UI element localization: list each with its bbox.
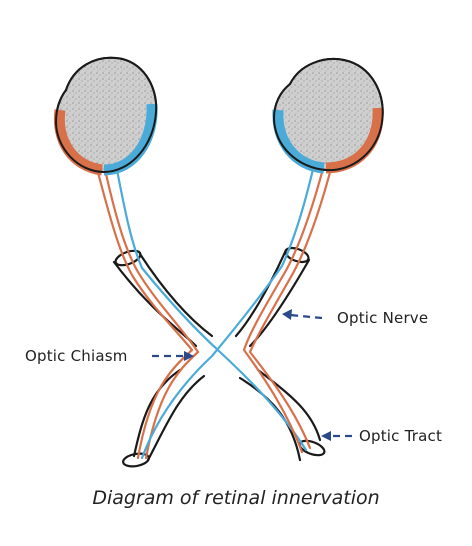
left-eye-fibers <box>94 163 308 460</box>
label-arrows <box>152 309 352 441</box>
optic-chiasm-label: Optic Chiasm <box>25 347 128 365</box>
left-nasal-retina <box>103 103 158 176</box>
optic-nerve-label: Optic Nerve <box>337 309 429 327</box>
optic-nerve-arrowhead <box>282 309 292 320</box>
optic-tract-label: Optic Tract <box>359 427 443 445</box>
diagram-caption: Diagram of retinal innervation <box>92 487 380 509</box>
right-temporal-retina <box>325 107 384 174</box>
left-temporal-fiber-a <box>94 163 194 460</box>
optic-chiasm-arrowhead <box>184 351 194 361</box>
optic-nerve-arrow <box>289 313 323 320</box>
left-nasal-fiber <box>114 163 308 452</box>
optic-bundle-outline <box>112 246 326 468</box>
left-temporal-fiber-b <box>102 163 200 460</box>
right-eye-fibers <box>140 163 334 460</box>
left-eyeball <box>53 56 158 176</box>
right-temporal-fiber-b <box>242 163 326 454</box>
left-temporal-retina <box>53 109 104 176</box>
optic-tract-arrowhead <box>321 431 331 441</box>
right-eyeball <box>272 58 384 174</box>
right-temporal-fiber-a <box>248 163 334 450</box>
right-nasal-fiber <box>140 163 316 460</box>
right-nasal-retina <box>272 109 325 174</box>
